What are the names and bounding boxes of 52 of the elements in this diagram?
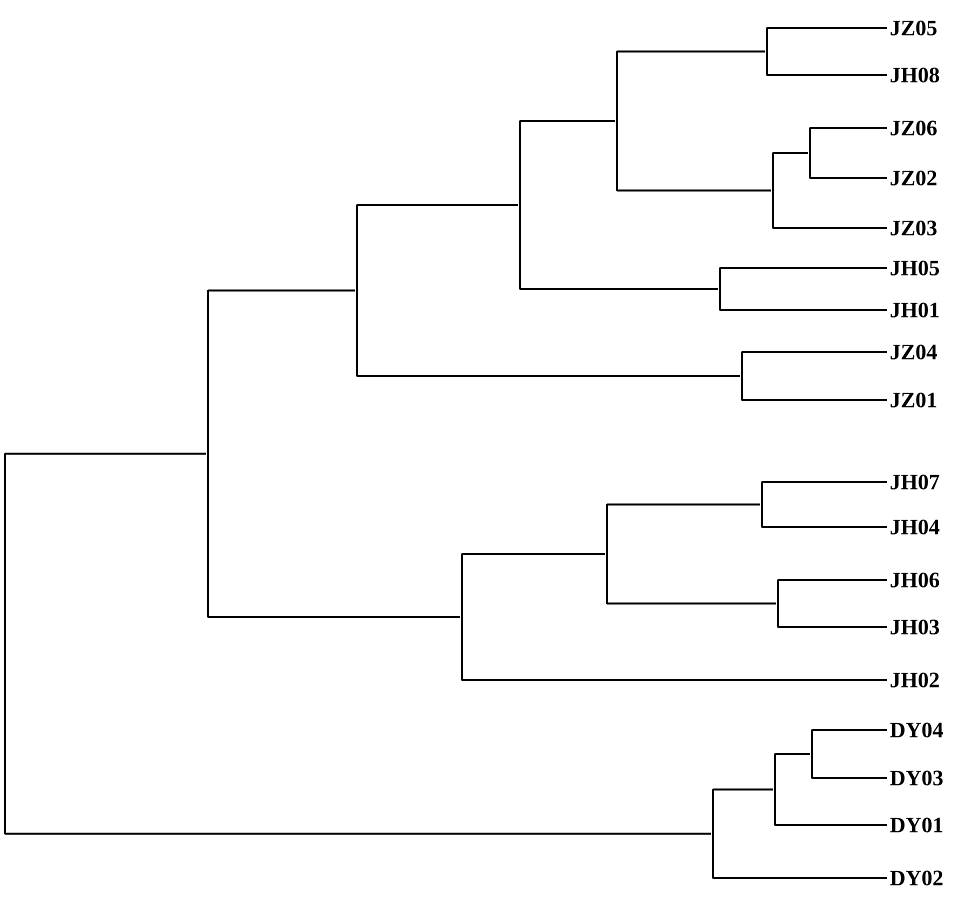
leaf-label: JH04	[890, 520, 940, 534]
leaf-label: DY02	[890, 870, 942, 886]
leaf-label: JH01	[890, 302, 939, 318]
leaf-label: JH07	[890, 474, 940, 490]
branch-line	[775, 824, 887, 826]
leaf-label: JZ03	[890, 220, 937, 236]
branch-line	[773, 227, 887, 229]
branch-line	[742, 351, 887, 353]
branch-line	[357, 375, 740, 377]
branch-line	[720, 309, 887, 311]
branch-line	[775, 753, 810, 755]
leaf-label: JH03	[890, 620, 940, 634]
branch-line	[462, 679, 887, 681]
branch-line	[713, 877, 887, 879]
branch-line	[208, 616, 460, 618]
leaf-label: DY01	[890, 818, 942, 832]
branch-line	[778, 626, 887, 628]
branch-line	[762, 526, 887, 528]
leaf-label: DY04	[890, 722, 944, 738]
branch-line	[778, 579, 887, 581]
leaf-label: JH05	[890, 260, 939, 276]
leaf-label: DY03	[890, 770, 943, 786]
leaf-label: JH08	[890, 68, 940, 82]
branch-line	[208, 290, 356, 292]
branch-line	[607, 504, 760, 506]
branch-line	[5, 452, 206, 455]
branch-line	[520, 288, 718, 290]
branch-line	[810, 177, 887, 179]
leaf-label: JZ01	[890, 392, 936, 408]
branch-line	[810, 127, 887, 129]
leaf-label: JZ06	[890, 120, 937, 136]
branch-line	[713, 788, 774, 790]
leaf-label: JZ05	[890, 20, 937, 36]
branch-line	[617, 50, 766, 52]
leaf-label: JH02	[890, 672, 939, 688]
branch-line	[720, 267, 887, 269]
leaf-label: JZ02	[890, 170, 936, 186]
branch-line	[762, 481, 887, 483]
branch-line	[607, 602, 776, 604]
branch-line	[742, 399, 887, 401]
leaf-label: JZ04	[890, 344, 937, 360]
branch-line	[357, 204, 518, 206]
leaf-label: JH06	[890, 572, 940, 588]
branch-line	[767, 74, 887, 76]
branch-line	[773, 152, 808, 154]
branch-line	[462, 553, 606, 555]
branch-line	[520, 120, 616, 122]
branch-line	[812, 777, 887, 779]
branch-line	[5, 832, 712, 835]
branch-line	[812, 729, 887, 731]
branch-line	[617, 190, 772, 192]
branch-line	[767, 27, 887, 29]
